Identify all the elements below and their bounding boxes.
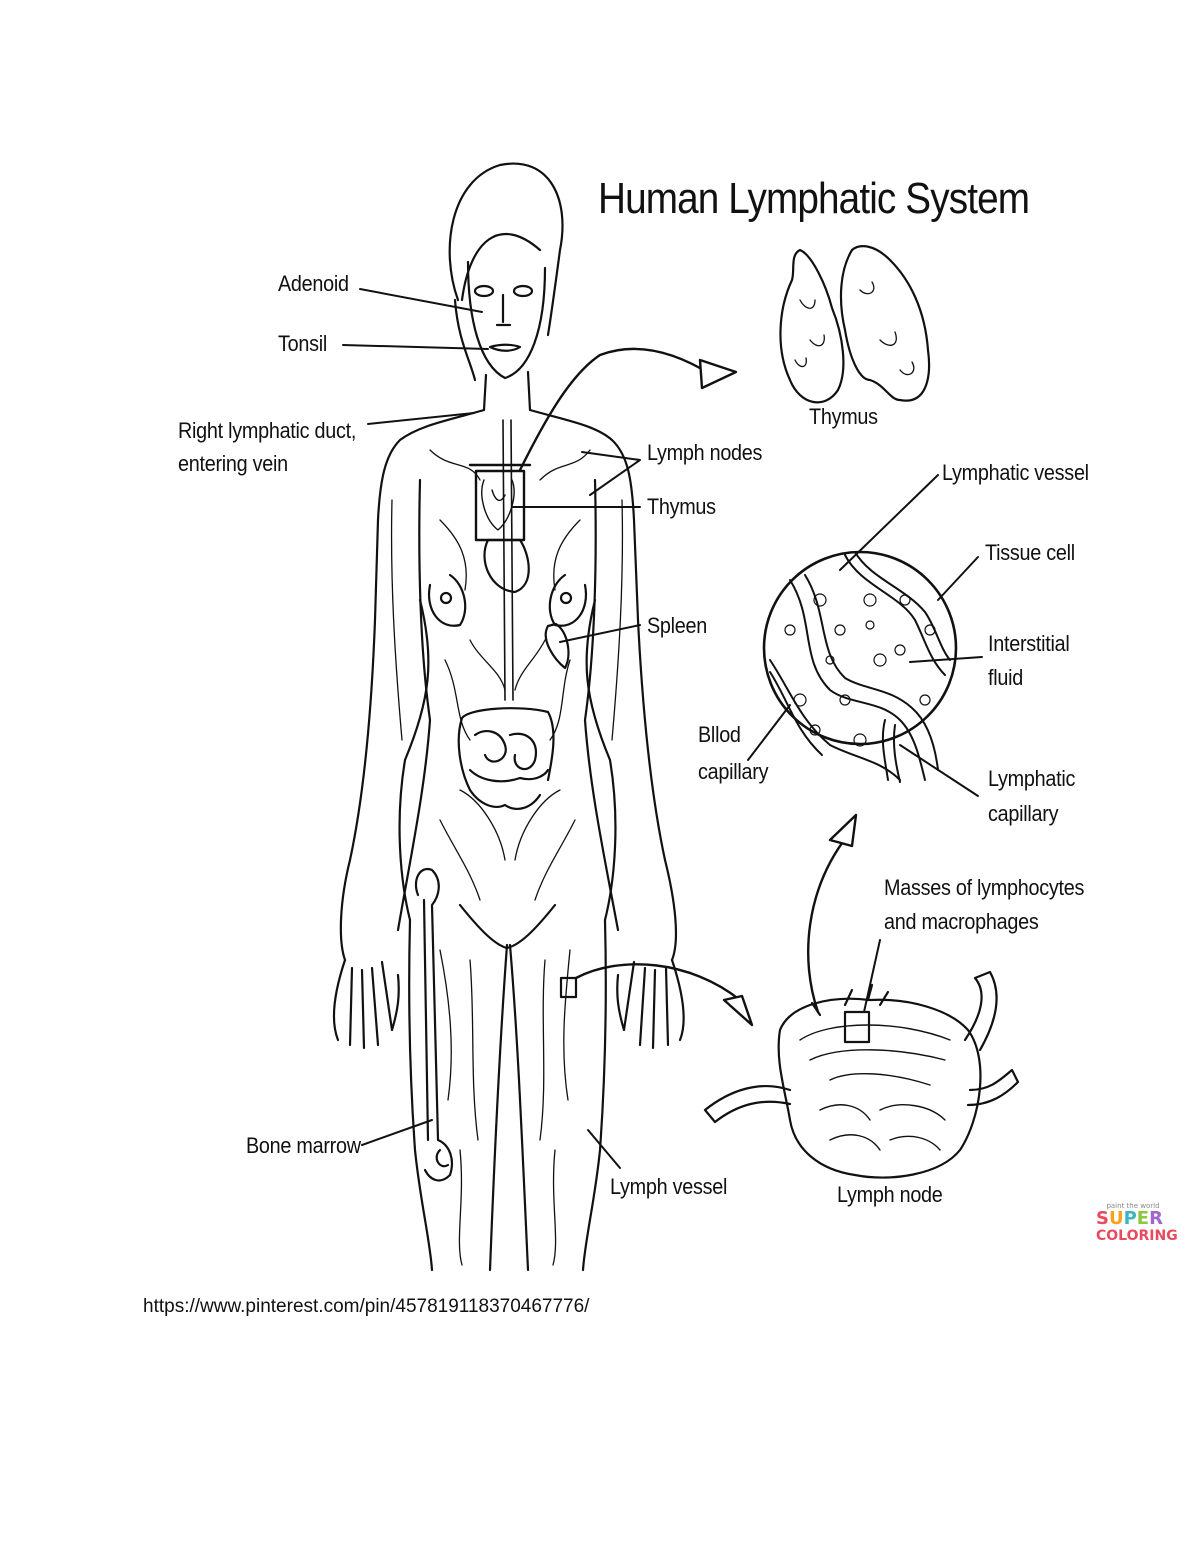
label-lymphatic-capillary: Lymphatic	[988, 766, 1076, 791]
label-tonsil: Tonsil	[278, 331, 328, 356]
human-figure	[332, 162, 685, 1272]
label-lymphatic-capillary-2: capillary	[988, 801, 1059, 826]
label-tissue-cell: Tissue cell	[985, 540, 1075, 565]
label-right-lymphatic-duct-2: entering vein	[178, 451, 288, 476]
label-lymph-nodes: Lymph nodes	[647, 440, 763, 465]
label-thymus-body: Thymus	[647, 494, 716, 519]
label-lymph-vessel: Lymph vessel	[610, 1174, 728, 1199]
label-masses-lymphocytes-2: and macrophages	[884, 909, 1039, 934]
label-blood-capillary: Bllod	[698, 722, 741, 747]
source-url[interactable]: https://www.pinterest.com/pin/4578191183…	[143, 1296, 590, 1317]
label-blood-capillary-2: capillary	[698, 759, 769, 784]
label-adenoid: Adenoid	[278, 271, 349, 296]
label-masses-lymphocytes: Masses of lymphocytes	[884, 875, 1085, 900]
thymus-detail-drawing	[779, 245, 931, 404]
super-coloring-logo: paint the world SUPER COLORING	[1096, 1202, 1178, 1260]
logo-tagline: paint the world	[1106, 1202, 1160, 1210]
logo-line-2: COLORING	[1096, 1228, 1178, 1244]
diagram-title: Human Lymphatic System	[598, 174, 1030, 223]
lymph-node-drawing	[703, 970, 1020, 1179]
label-bone-marrow: Bone marrow	[246, 1133, 361, 1158]
label-interstitial-fluid-2: fluid	[988, 665, 1023, 690]
label-right-lymphatic-duct: Right lymphatic duct,	[178, 418, 357, 443]
tissue-circle-drawing	[762, 550, 958, 783]
label-interstitial-fluid: Interstitial	[988, 631, 1070, 656]
arrows	[518, 347, 858, 1027]
label-spleen: Spleen	[647, 613, 708, 638]
leader-lines	[342, 288, 983, 1169]
label-lymphatic-vessel: Lymphatic vessel	[942, 460, 1089, 485]
logo-line-1: SUPER	[1096, 1208, 1163, 1229]
label-lymph-node: Lymph node	[837, 1182, 943, 1207]
label-thymus-detail: Thymus	[809, 404, 878, 429]
